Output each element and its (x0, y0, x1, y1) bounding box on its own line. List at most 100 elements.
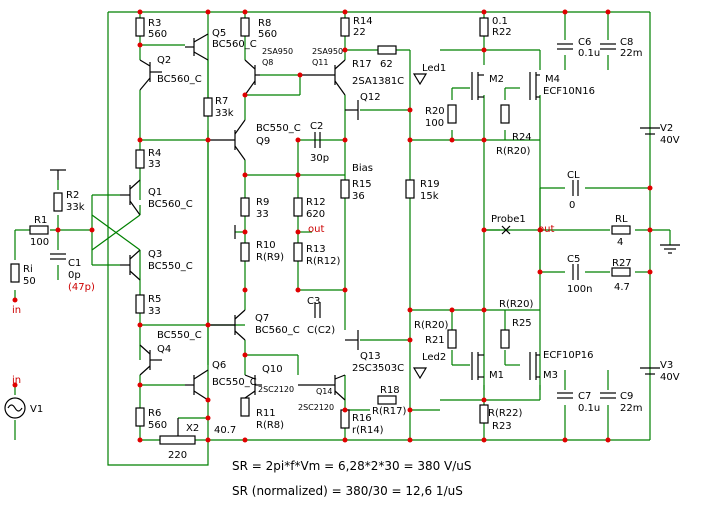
type-m3: ECF10P16 (543, 350, 594, 361)
value-r4: 33 (148, 159, 161, 170)
value-c1: 0p (68, 270, 81, 281)
label-m4: M4 (545, 74, 560, 85)
label-r6: R6 (148, 408, 161, 419)
value-r20b: R(R20) (499, 299, 534, 310)
type-q8: 2SA950 (262, 47, 293, 56)
label-r21: R21 (425, 335, 445, 346)
type-q3: BC550_C (148, 261, 193, 272)
value-r24: R(R20) (496, 146, 531, 157)
label-out-bias: out (308, 224, 324, 235)
label-r12: R12 (306, 197, 326, 208)
slew-rate-formula: SR = 2pi*f*Vm = 6,28*2*30 = 380 V/uS (232, 459, 472, 473)
label-cl: CL (567, 170, 580, 181)
label-rl: RL (615, 214, 628, 225)
label-m3: M3 (543, 370, 558, 381)
label-in-top: in (12, 305, 21, 316)
label-v2: V2 (660, 123, 673, 134)
label-q13: Q13 (360, 351, 381, 362)
value-r23: R(R22) (488, 408, 523, 419)
type-m4: ECF10N16 (543, 86, 595, 97)
label-c9: C9 (620, 391, 633, 402)
label-probe1: Probe1 (491, 214, 526, 225)
slew-rate-normalized: SR (normalized) = 380/30 = 12,6 1/uS (232, 484, 463, 498)
node-x2: 40.7 (214, 425, 236, 436)
type-q4: BC550_C (157, 330, 202, 341)
label-r14: R14 (353, 16, 373, 27)
type-q10: 2SC2120 (258, 385, 294, 394)
label-c8: C8 (620, 37, 633, 48)
type-q14: 2SC2120 (298, 403, 334, 412)
label-v3: V3 (660, 360, 673, 371)
value-r9: 33 (256, 209, 269, 220)
value-r8: 560 (258, 29, 277, 40)
value-r20: 100 (425, 118, 444, 129)
label-q4: Q4 (157, 344, 171, 355)
supplies (4, 127, 660, 419)
label-q14: Q14 (316, 387, 332, 396)
value-r2: 33k (66, 202, 85, 213)
label-in-v1: in (12, 375, 21, 386)
label-r22: R22 (492, 27, 512, 38)
label-x2: X2 (186, 423, 199, 434)
type-q9: BC550_C (256, 123, 301, 134)
label-r23: R23 (492, 421, 512, 432)
value-r18: R(R17) (372, 406, 407, 417)
mosfets (471, 72, 540, 380)
label-r7: R7 (215, 96, 228, 107)
value-c5: 100n (567, 284, 592, 295)
capacitors (50, 43, 616, 399)
label-r25: R25 (512, 318, 532, 329)
value-r22: 0.1 (492, 16, 508, 27)
value-c1-alt: (47p) (68, 282, 95, 293)
label-ri: Ri (23, 264, 33, 275)
value-v2: 40V (660, 135, 680, 146)
type-q11b: 2SA1381C (352, 76, 404, 87)
node-dots (12, 9, 653, 443)
label-r18: R18 (380, 385, 400, 396)
label-out: out (538, 224, 554, 235)
value-c6: 0.1u (578, 48, 600, 59)
type-q5: BC560_C (212, 39, 257, 50)
label-r4: R4 (148, 148, 161, 159)
label-m1: M1 (489, 370, 504, 381)
type-q2: BC560_C (157, 74, 202, 85)
value-r6: 560 (148, 420, 167, 431)
value-x2: 220 (168, 450, 187, 461)
value-r5: 33 (148, 306, 161, 317)
label-q1: Q1 (148, 187, 162, 198)
slew-rate-notes: SR = 2pi*f*Vm = 6,28*2*30 = 380 V/uS SR … (232, 459, 472, 498)
ground-symbols (50, 169, 680, 254)
type-q13: 2SC3503C (352, 363, 404, 374)
value-r3: 560 (148, 29, 167, 40)
label-q6: Q6 (212, 360, 226, 371)
value-r15: 36 (352, 191, 365, 202)
value-c8: 22m (620, 48, 642, 59)
value-r16: r(R14) (352, 425, 384, 436)
label-r19: R19 (420, 179, 440, 190)
value-r7: 33k (215, 108, 234, 119)
label-r10: R10 (256, 240, 276, 251)
label-r8: R8 (258, 18, 271, 29)
label-q5: Q5 (212, 28, 226, 39)
label-r24: R24 (512, 132, 532, 143)
label-r2: R2 (66, 190, 79, 201)
value-cl: 0 (569, 200, 575, 211)
transistors (91, 33, 359, 401)
type-q7: BC560_C (255, 325, 300, 336)
label-c7: C7 (578, 391, 591, 402)
leds (412, 73, 428, 380)
label-r27: R27 (612, 258, 632, 269)
label-v1: V1 (30, 404, 43, 415)
label-c3: C3 (307, 296, 320, 307)
label-r15: R15 (352, 179, 372, 190)
label-bias: Bias (352, 163, 373, 174)
label-q2: Q2 (157, 55, 171, 66)
label-r9: R9 (256, 197, 269, 208)
value-c2: 30p (310, 153, 329, 164)
label-q8: Q8 (262, 58, 273, 67)
label-r5: R5 (148, 294, 161, 305)
value-r1: 100 (30, 237, 49, 248)
label-q12: Q12 (360, 92, 381, 103)
label-q11: Q11 (312, 58, 328, 67)
